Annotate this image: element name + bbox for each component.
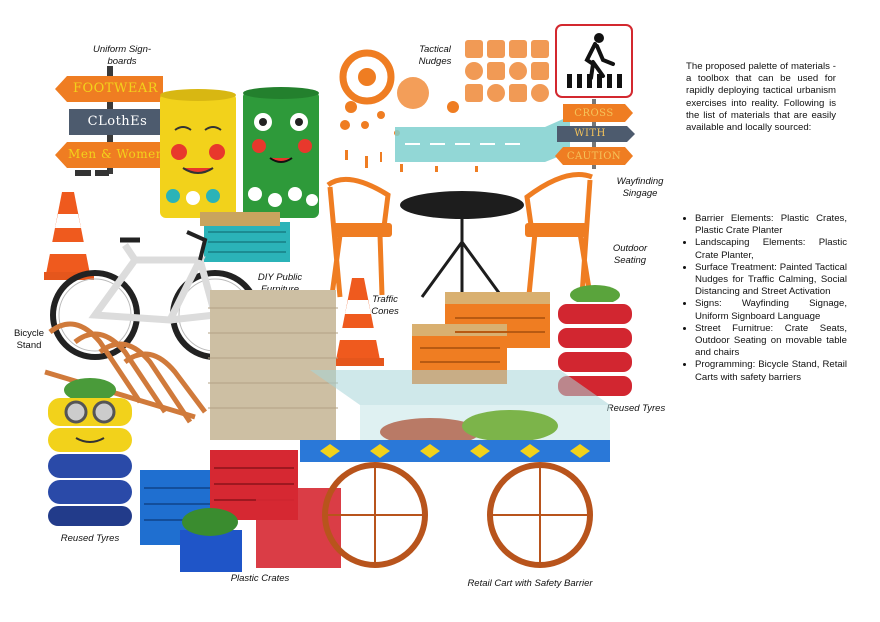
list-item: Programming: Bicycle Stand, Retail Carts… — [695, 359, 847, 383]
wayfinding-caution: CAUTION — [566, 151, 622, 162]
tactical-nudges-grid-graphic — [465, 40, 549, 102]
signboard-clothes: CLothEs — [87, 113, 148, 129]
caption-tactical-nudges: Tactical Nudges — [418, 44, 452, 67]
caption-bicycle-stand: Bicycle Stand — [13, 328, 45, 351]
traffic-cone-left — [44, 192, 94, 280]
caption-diy-furniture: DIY Public Furniture — [257, 272, 303, 295]
tactical-nudges-circles-graphic — [339, 49, 459, 136]
caption-uniform-signboards: Uniform Sign- boards — [92, 44, 152, 67]
wayfinding-sign-graphic — [555, 99, 635, 169]
caption-retail-cart: Retail Cart with Safety Barrier — [467, 578, 593, 589]
bicycle-stand-graphic — [44, 321, 207, 424]
materials-list: Barrier Elements: Plastic Crates, Plasti… — [680, 213, 847, 384]
signboard-post-graphic — [55, 66, 173, 176]
list-item: Surface Treatment: Painted Tactical Nudg… — [695, 262, 847, 299]
wayfinding-cross: CROSS — [574, 108, 614, 119]
caption-wayfinding: Wayfinding Singage — [616, 176, 664, 199]
caption-reused-tyres-left: Reused Tyres — [60, 533, 120, 544]
list-item: Landscaping Elements: Plastic Crate Plan… — [695, 237, 847, 261]
list-item: Barrier Elements: Plastic Crates, Plasti… — [695, 213, 847, 237]
intro-paragraph: The proposed palette of materials - a to… — [686, 61, 836, 134]
caption-traffic-cones: Traffic Cones — [371, 294, 399, 317]
plastic-crates-graphic — [140, 450, 341, 572]
signboard-footwear: FOOTWEAR — [72, 80, 159, 96]
retail-cart-graphic — [300, 370, 610, 568]
list-item: Signs: Wayfinding Signage, Uniform Signb… — [695, 298, 847, 322]
caption-outdoor-seating: Outdoor Seating — [612, 243, 648, 266]
wayfinding-with: WITH — [574, 128, 606, 139]
traffic-cone-middle — [334, 278, 384, 366]
signboard-men-women: Men & Women — [68, 147, 164, 161]
minion-tyre-planter-graphic — [48, 378, 132, 526]
caption-plastic-crates: Plastic Crates — [230, 573, 290, 584]
tactical-nudges-stripe-graphic — [345, 116, 570, 172]
fabric-swatch-graphic — [208, 290, 338, 440]
painted-drums-graphic — [160, 87, 319, 218]
list-item: Street Furnitrue: Crate Seats, Outdoor S… — [695, 323, 847, 360]
caption-reused-tyres-right: Reused Tyres — [606, 403, 666, 414]
pedestrian-crossing-sign — [555, 24, 633, 98]
outdoor-seating-graphic — [326, 172, 593, 298]
teal-crate-seat-graphic — [200, 212, 290, 262]
